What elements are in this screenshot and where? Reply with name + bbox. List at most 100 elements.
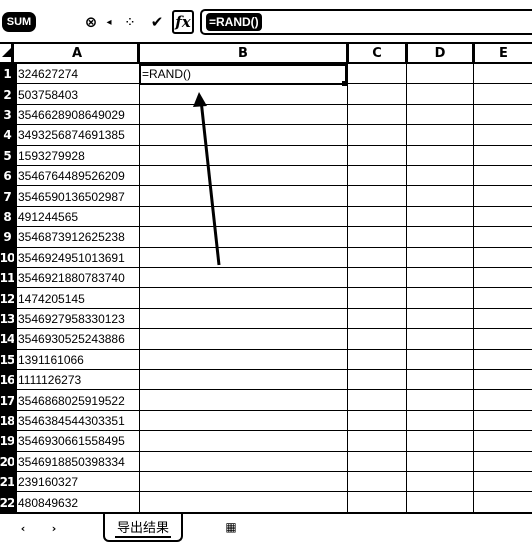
row-header[interactable]: 11	[0, 268, 14, 289]
active-cell-value: =RAND()	[142, 67, 192, 81]
row-header[interactable]: 18	[0, 410, 14, 432]
row-header[interactable]: 14	[0, 329, 14, 350]
row-header[interactable]: 8	[0, 206, 14, 228]
cell-a[interactable]: 1593279928	[18, 148, 85, 163]
dropdown-icon[interactable]: ◂	[106, 16, 112, 28]
column-divider[interactable]	[472, 44, 475, 62]
next-sheet-icon[interactable]: ›	[51, 521, 57, 535]
row-header[interactable]: 16	[0, 370, 14, 391]
cell-a[interactable]: 3546918850398334	[18, 454, 125, 469]
cell-grid[interactable]: 1 324627274 2 503758403 3 3546628908649029 4 34…	[0, 64, 532, 513]
row-header[interactable]: 6	[0, 166, 14, 187]
table-row: 15 1391161066	[0, 349, 532, 370]
row-gridline	[14, 348, 532, 350]
row-gridline	[14, 287, 532, 289]
column-divider[interactable]	[346, 44, 349, 62]
cell-a[interactable]: 3546924951013691	[18, 250, 125, 265]
cell-a[interactable]: 3546590136502987	[18, 189, 125, 204]
row-header[interactable]: 10	[0, 247, 14, 268]
table-row: 11 3546921880783740	[0, 268, 532, 289]
row-gridline	[14, 491, 532, 493]
table-row: 10 3546924951013691	[0, 247, 532, 268]
cell-a[interactable]: 1111126273	[18, 373, 82, 388]
cell-a[interactable]: 3546921880783740	[18, 271, 125, 286]
cell-a[interactable]: 324627274	[18, 67, 79, 82]
cancel-icon[interactable]: ⊗	[84, 13, 98, 31]
cell-a[interactable]: 480849632	[18, 495, 79, 510]
row-header[interactable]: 19	[0, 431, 14, 452]
column-divider[interactable]	[405, 44, 408, 62]
column-header-c[interactable]: C	[372, 45, 382, 61]
cell-a[interactable]: 1474205145	[18, 291, 85, 306]
table-row: 18 3546384544303351	[0, 410, 532, 432]
row-header[interactable]: 15	[0, 349, 14, 370]
sheet-tab-active[interactable]: 导出结果	[103, 514, 183, 542]
row-gridline	[14, 103, 532, 105]
row-header[interactable]: 4	[0, 125, 14, 146]
cell-a[interactable]: 3546930525243886	[18, 332, 125, 347]
cell-a[interactable]: 3546868025919522	[18, 393, 125, 408]
active-cell-b1[interactable]	[139, 64, 347, 85]
cell-a[interactable]: 503758403	[18, 87, 79, 102]
name-box[interactable]: SUM	[2, 12, 36, 32]
add-sheet-icon[interactable]: ▦	[225, 520, 237, 534]
table-row: 19 3546930661558495	[0, 431, 532, 452]
row-header[interactable]: 9	[0, 227, 14, 248]
sheet-tab-bar: ‹ › 导出结果 ▦	[0, 512, 532, 544]
table-row: 2 503758403	[0, 84, 532, 105]
column-gridline	[347, 64, 348, 512]
row-header[interactable]: 22	[0, 492, 14, 513]
row-header[interactable]: 5	[0, 145, 14, 166]
row-gridline	[14, 430, 532, 432]
row-gridline	[14, 185, 532, 187]
fill-handle[interactable]	[342, 81, 347, 86]
table-row: 6 3546764489526209	[0, 166, 532, 187]
row-gridline	[14, 328, 532, 330]
row-header[interactable]: 7	[0, 186, 14, 207]
row-gridline	[14, 246, 532, 248]
cell-a[interactable]: 3546384544303351	[18, 413, 125, 428]
row-header[interactable]: 3	[0, 104, 14, 126]
column-header: A B C D E	[0, 44, 532, 64]
column-header-e[interactable]: E	[499, 45, 508, 61]
table-row: 17 3546868025919522	[0, 390, 532, 411]
fx-icon[interactable]: fx	[172, 10, 194, 34]
row-gridline	[14, 226, 532, 228]
table-row: 4 3493256874691385	[0, 125, 532, 146]
cell-a[interactable]: 1391161066	[18, 352, 84, 367]
formula-input[interactable]: =RAND()	[200, 9, 532, 35]
table-row: 3 3546628908649029	[0, 104, 532, 126]
table-row: 14 3546930525243886	[0, 329, 532, 350]
column-header-a[interactable]: A	[71, 45, 83, 61]
row-header[interactable]: 21	[0, 472, 14, 493]
table-row: 5 1593279928	[0, 145, 532, 166]
row-header[interactable]: 1	[0, 64, 14, 85]
column-header-d[interactable]: D	[434, 45, 446, 61]
row-header[interactable]: 17	[0, 390, 14, 411]
row-header[interactable]: 20	[0, 451, 14, 472]
cell-a[interactable]: 3546764489526209	[18, 169, 125, 184]
cell-a[interactable]: 3546930661558495	[18, 434, 125, 449]
column-gridline	[139, 64, 140, 512]
row-gridline	[14, 368, 532, 370]
table-row: 7 3546590136502987	[0, 186, 532, 207]
prev-sheet-icon[interactable]: ‹	[20, 521, 26, 535]
table-row: 21 239160327	[0, 472, 532, 493]
cell-a[interactable]: 239160327	[18, 475, 79, 490]
cell-a[interactable]: 3546873912625238	[18, 230, 125, 245]
row-gridline	[14, 205, 532, 207]
formula-text: =RAND()	[206, 13, 262, 31]
cell-a[interactable]: 3546628908649029	[18, 107, 125, 122]
row-header[interactable]: 2	[0, 84, 14, 105]
select-all-corner[interactable]	[0, 44, 14, 62]
cell-a[interactable]: 491244565	[18, 209, 79, 224]
cell-a[interactable]: 3493256874691385	[18, 128, 125, 143]
cell-a[interactable]: 3546927958330123	[18, 311, 125, 326]
row-gridline	[14, 144, 532, 146]
column-gridline	[406, 64, 407, 512]
row-header[interactable]: 12	[0, 288, 14, 309]
column-header-b[interactable]: B	[238, 45, 248, 61]
accept-icon[interactable]: ✔	[150, 13, 164, 31]
column-divider[interactable]	[137, 44, 140, 62]
row-header[interactable]: 13	[0, 308, 14, 330]
